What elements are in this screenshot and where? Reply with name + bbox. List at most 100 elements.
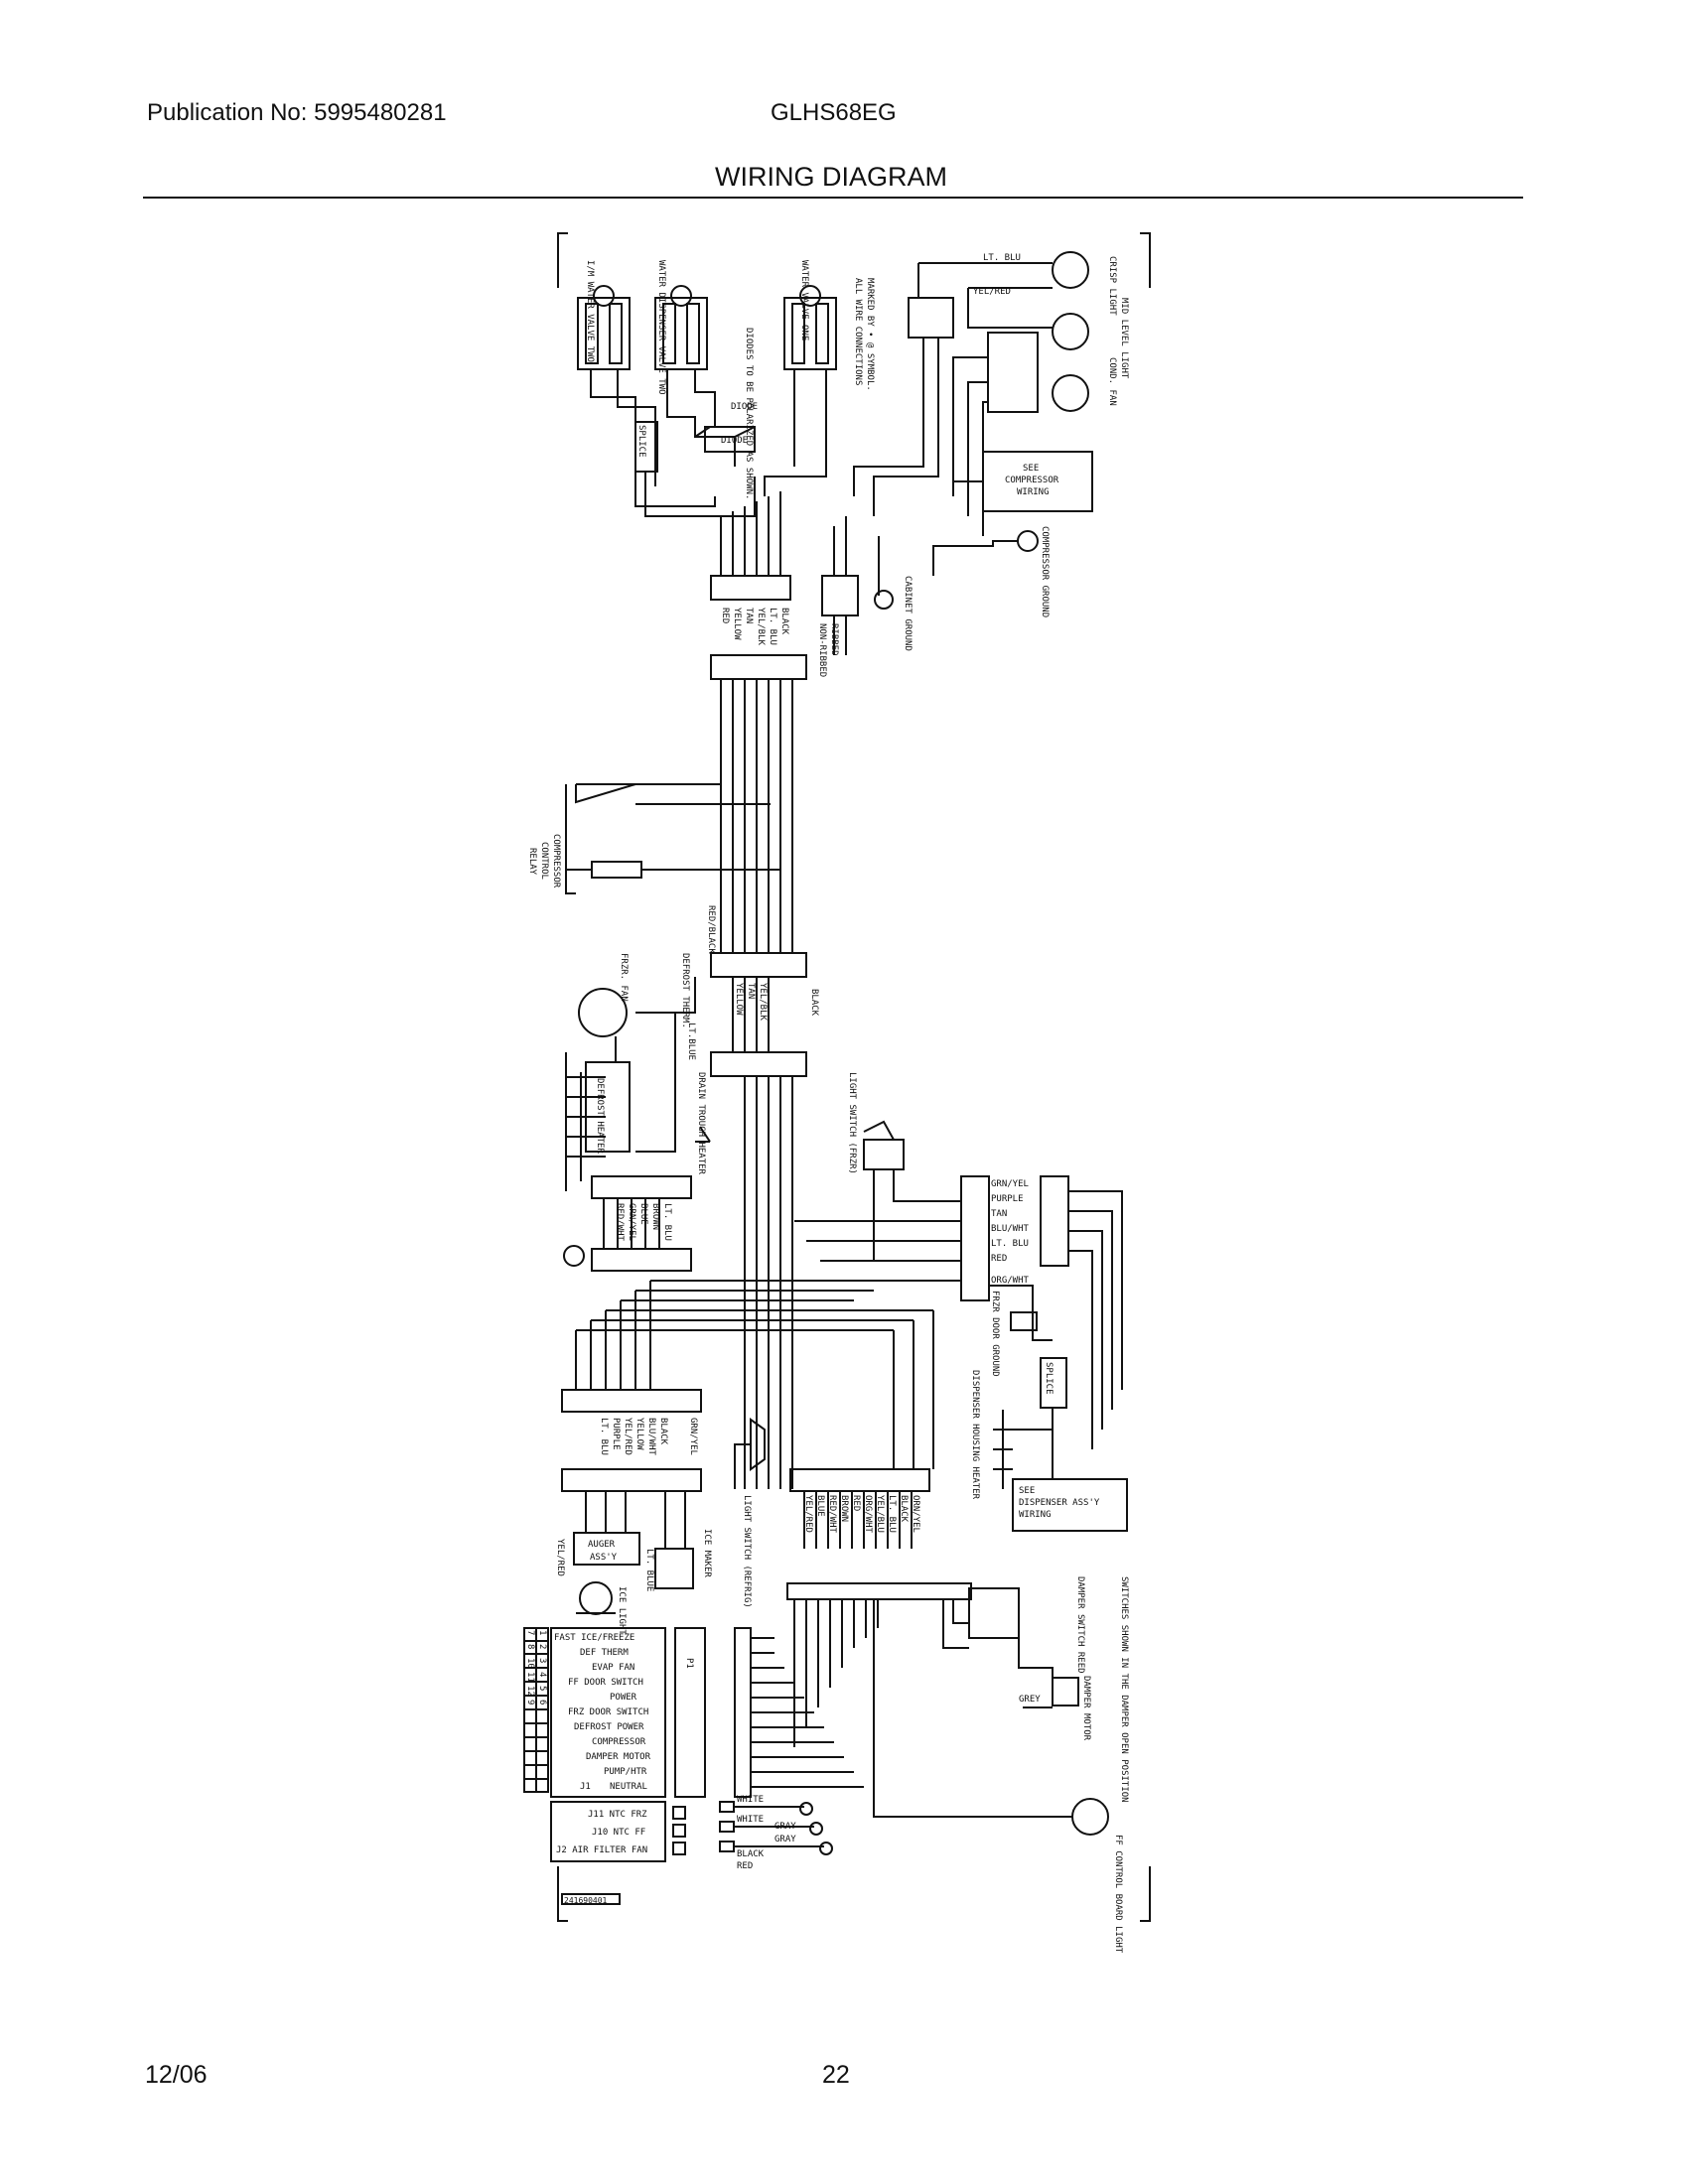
model-number: GLHS68EG bbox=[771, 99, 897, 126]
label-wire-color-a2: LT. BLU bbox=[768, 608, 777, 645]
switch-connector-2 bbox=[1040, 1175, 1069, 1267]
label-wire-color-d2: BLACK bbox=[658, 1418, 668, 1445]
p1-pins bbox=[734, 1627, 752, 1798]
relay-coil bbox=[591, 861, 642, 879]
label-wire-color-a5: YELLOW bbox=[732, 608, 742, 640]
label-damper-switch: DAMPER SWITCH REED bbox=[1075, 1576, 1085, 1674]
label-switches-note: SWITCHES SHOWN IN THE DAMPER OPEN POSITI… bbox=[1119, 1576, 1129, 1803]
page-title: WIRING DIAGRAM bbox=[715, 162, 947, 192]
label-wire-color-d7: LT. BLU bbox=[599, 1418, 609, 1455]
p1-box bbox=[674, 1627, 706, 1798]
label-jumper-5: POWER bbox=[610, 1693, 637, 1703]
label-bottom-white-2: WHITE bbox=[737, 1815, 764, 1825]
label-jumper-6: FRZ DOOR SWITCH bbox=[568, 1707, 648, 1717]
label-wire-color-c2: BROWN bbox=[650, 1203, 660, 1230]
label-compressor-relay-3: RELAY bbox=[527, 848, 537, 876]
label-yel-red-top: YEL/RED bbox=[973, 287, 1011, 297]
ntc-label-box bbox=[550, 1801, 666, 1862]
label-jumper-11: NEUTRAL bbox=[610, 1782, 647, 1792]
label-wire-color-b1: YEL/BLK bbox=[758, 983, 768, 1022]
ice-light-bulb bbox=[579, 1581, 613, 1615]
compressor-ground-symbol bbox=[1017, 530, 1039, 552]
switch-connector bbox=[960, 1175, 990, 1301]
water-valves bbox=[577, 285, 837, 517]
label-switch-color-4: BLU/WHT bbox=[991, 1224, 1030, 1234]
label-wire-color-d4: YELLOW bbox=[634, 1418, 644, 1450]
label-wire-color-a6: RED bbox=[720, 608, 730, 623]
label-see-dispenser-3: WIRING bbox=[1019, 1510, 1052, 1520]
label-wire-color-e4: YEL/BLU bbox=[875, 1495, 885, 1533]
pin-number: 10 bbox=[525, 1658, 535, 1669]
label-grey: GREY bbox=[1019, 1695, 1041, 1705]
label-lt-blue-low: LT. BLUE bbox=[644, 1549, 654, 1591]
label-jumper-3: EVAP FAN bbox=[592, 1663, 634, 1673]
pin-number: 5 bbox=[537, 1686, 547, 1691]
label-wire-color-a1: BLACK bbox=[779, 608, 789, 635]
label-wire-color-d1: GRN/YEL bbox=[688, 1418, 698, 1455]
label-connections-note-2: MARKED BY • @ SYMBOL. bbox=[865, 278, 875, 391]
label-diode-1: DIODE bbox=[731, 402, 758, 412]
frame-corner-tl bbox=[557, 232, 568, 288]
label-wire-color-e8: RED/WHT bbox=[827, 1495, 837, 1534]
footer-date: 12/06 bbox=[145, 2061, 208, 2089]
frame-corner-tr bbox=[1140, 232, 1151, 288]
label-see-compressor-1: SEE bbox=[1023, 464, 1039, 474]
damper-motor-box bbox=[1052, 1677, 1079, 1706]
label-compressor-ground: COMPRESSOR GROUND bbox=[1040, 526, 1050, 617]
label-light-switch-refrig: LIGHT SWITCH (REFRIG) bbox=[742, 1495, 752, 1608]
pin-number-grid: 7 8 10 11 12 1 2 3 4 5 6 9 bbox=[525, 1630, 547, 1705]
label-j11: J11 NTC FRZ bbox=[588, 1810, 647, 1820]
label-wire-color-d3: BLU/WHT bbox=[646, 1418, 656, 1456]
label-wire-color-e6: RED bbox=[851, 1495, 861, 1511]
label-cond-fan: COND. FAN bbox=[1107, 357, 1117, 406]
mid-level-light-bulb bbox=[1052, 313, 1089, 350]
pin-number: 8 bbox=[525, 1644, 535, 1649]
label-water-valve-one: WATER VALVE ONE bbox=[799, 260, 809, 341]
label-switch-color-6: RED bbox=[991, 1254, 1007, 1264]
connector-ribbed bbox=[821, 575, 859, 616]
connector-f bbox=[591, 1248, 692, 1272]
label-connections-note-1: ALL WIRE CONNECTIONS bbox=[853, 278, 863, 385]
label-wire-color-e1: ORN/YEL bbox=[911, 1495, 920, 1533]
label-defrost-therm: DEFROST THERM. bbox=[680, 953, 690, 1028]
connector-e bbox=[591, 1175, 692, 1199]
footer-page-number: 22 bbox=[822, 2061, 850, 2089]
connector-d bbox=[710, 1051, 807, 1077]
label-drain-trough: DRAIN TROUGH HEATER bbox=[696, 1072, 706, 1175]
cond-fan-motor bbox=[1052, 374, 1089, 412]
label-frzr-fan: FRZR. FAN bbox=[619, 953, 629, 1002]
label-wire-color-b3: YELLOW bbox=[734, 983, 744, 1016]
label-red-black: RED/BLACK bbox=[706, 905, 716, 954]
board-top-connector bbox=[786, 1582, 972, 1600]
label-jumper-10: PUMP/HTR bbox=[604, 1767, 647, 1777]
label-jumper-9: DAMPER MOTOR bbox=[586, 1752, 651, 1762]
label-ice-maker: ICE MAKER bbox=[702, 1529, 712, 1577]
label-j2: J2 AIR FILTER FAN bbox=[556, 1845, 647, 1855]
label-jumper-4: FF DOOR SWITCH bbox=[568, 1678, 643, 1688]
pin-number: 9 bbox=[525, 1700, 535, 1705]
defrost-heater-conn bbox=[585, 1061, 631, 1153]
frzr-fan-motor bbox=[578, 988, 628, 1037]
pin-number: 12 bbox=[525, 1686, 535, 1697]
auger-section bbox=[573, 1491, 694, 1615]
pin-number: 6 bbox=[537, 1700, 547, 1705]
label-wire-color-a4: TAN bbox=[744, 608, 754, 623]
valve-one-body bbox=[783, 297, 837, 370]
label-dispenser-heater: DISPENSER HOUSING HEATER bbox=[970, 1370, 980, 1500]
label-bottom-white-1: WHITE bbox=[737, 1795, 764, 1805]
label-splice-2: SPLICE bbox=[1044, 1362, 1054, 1395]
dispenser-valve-body bbox=[654, 297, 708, 370]
label-compressor-relay-2: CONTROL bbox=[539, 842, 549, 880]
label-jumper-2: DEF THERM bbox=[580, 1648, 629, 1658]
label-black-mid: BLACK bbox=[809, 989, 819, 1017]
label-wire-color-c1: LT. BLU bbox=[662, 1203, 672, 1241]
label-switch-color-1: GRN/YEL bbox=[991, 1179, 1029, 1189]
fan-connector bbox=[987, 332, 1039, 413]
connector-c bbox=[710, 952, 807, 978]
pin-number: 3 bbox=[537, 1658, 547, 1663]
frame-corner-bl bbox=[557, 1866, 568, 1922]
label-damper-motor: DAMPER MOTOR bbox=[1081, 1676, 1091, 1741]
label-wire-color-e7: BROWN bbox=[839, 1495, 849, 1522]
label-switch-color-3: TAN bbox=[991, 1209, 1007, 1219]
